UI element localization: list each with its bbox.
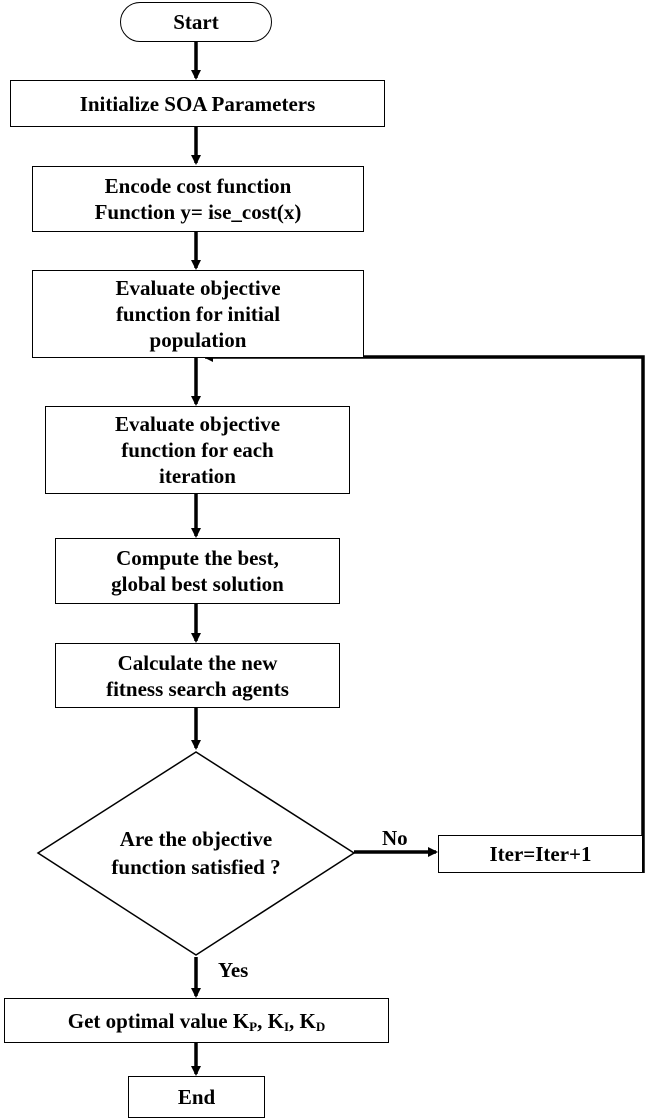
optimal-sep-2: , K	[289, 1008, 316, 1033]
kp-subscript: P	[249, 1018, 258, 1034]
init-soa-label: Initialize SOA Parameters	[79, 91, 316, 116]
eval-initial-line-1: Evaluate objective	[115, 276, 281, 300]
eval-initial-line-3: population	[149, 328, 247, 352]
compute-best-line-2: global best solution	[111, 572, 284, 596]
optimal-sep-1: , K	[257, 1008, 284, 1033]
compute-best-line-1: Compute the best,	[116, 546, 279, 570]
optimal-value-label: Get optimal value KP, KI, KD	[68, 1008, 326, 1034]
eval-initial-box: Evaluate objective function for initial …	[32, 270, 364, 358]
yes-label: Yes	[218, 958, 249, 982]
eval-iter-line-3: iteration	[159, 464, 236, 488]
no-label: No	[382, 826, 408, 850]
eval-iter-line-2: function for each	[121, 438, 274, 462]
eval-iter-box: Evaluate objective function for each ite…	[45, 406, 350, 494]
end-box: End	[128, 1076, 265, 1118]
start-terminal: Start	[120, 2, 272, 42]
init-soa-box: Initialize SOA Parameters	[10, 80, 385, 127]
decision-text: Are the objective function satisfied ?	[76, 823, 316, 883]
decision-line-1: Are the objective	[119, 827, 273, 851]
calc-new-line-1: Calculate the new	[117, 650, 278, 675]
optimal-prefix: Get optimal value K	[67, 1008, 250, 1033]
encode-line-2: Function y= ise_cost(x)	[94, 200, 302, 224]
decision-diamond-shape	[36, 751, 356, 956]
end-label: End	[177, 1085, 216, 1109]
start-label: Start	[173, 10, 219, 34]
kd-subscript: D	[315, 1018, 326, 1034]
encode-line-1: Encode cost function	[104, 174, 292, 198]
encode-cost-box: Encode cost function Function y= ise_cos…	[32, 166, 364, 232]
optimal-value-box: Get optimal value KP, KI, KD	[4, 998, 389, 1043]
iter-increment-box: Iter=Iter+1	[438, 835, 643, 873]
calc-new-line-2: fitness search agents	[106, 676, 289, 701]
eval-iter-line-1: Evaluate objective	[114, 412, 281, 436]
calc-new-box: Calculate the new fitness search agents	[55, 643, 340, 708]
iter-label: Iter=Iter+1	[489, 842, 592, 866]
ki-subscript: I	[283, 1018, 290, 1034]
decision-line-2: function satisfied ?	[111, 855, 281, 879]
compute-best-box: Compute the best, global best solution	[55, 538, 340, 604]
eval-initial-line-2: function for initial	[115, 302, 281, 326]
